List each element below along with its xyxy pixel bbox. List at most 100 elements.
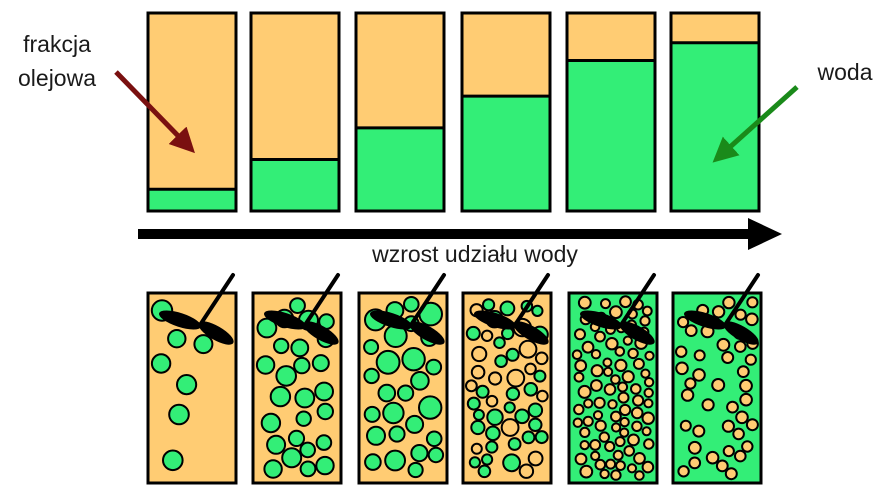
oil-droplet (536, 389, 549, 403)
oil-droplet (626, 463, 638, 474)
water-droplet (493, 336, 506, 350)
oil-droplet (470, 364, 486, 380)
oil-droplet (692, 424, 706, 438)
oil-droplet (692, 368, 706, 382)
stirrer-blade (263, 310, 307, 330)
water-droplet (468, 456, 481, 469)
stirrer-shaft (513, 273, 550, 327)
oil-droplet (746, 296, 759, 309)
water-droplet (401, 347, 426, 372)
oil-droplet (640, 368, 651, 379)
oil-droplet (592, 410, 604, 421)
oil-droplet (734, 340, 747, 353)
oil-phase (251, 13, 339, 160)
oil-droplet (721, 351, 735, 364)
water-droplet (315, 455, 335, 476)
stirrer-blade (723, 321, 759, 345)
oil-droplet (722, 295, 736, 310)
water-droplet (316, 402, 334, 421)
oil-droplet (716, 337, 731, 352)
oil-droplet (577, 384, 592, 399)
water-droplet (382, 401, 405, 425)
water-droplet (269, 385, 292, 408)
stirrer-blade (619, 321, 655, 345)
water-droplet (295, 410, 312, 427)
oil-droplet (573, 371, 585, 383)
oil-droplet (684, 324, 698, 338)
water-droplet (168, 403, 190, 426)
oil-droplet (598, 431, 610, 443)
oil-droplet (732, 427, 745, 441)
water-droplet (299, 441, 317, 459)
water-droplet (514, 408, 530, 425)
oil-droplet (621, 370, 635, 384)
oil-droplet (488, 371, 503, 386)
oil-droplet (722, 445, 735, 458)
oil-droplet (594, 419, 607, 432)
oil-droplet (631, 420, 643, 432)
oil-droplet (623, 445, 636, 457)
water-phase (462, 96, 550, 211)
water-droplet (375, 349, 401, 375)
oil-droplet (634, 470, 645, 481)
oil-droplet (590, 364, 604, 378)
oil-droplet (610, 410, 622, 423)
water-phase (356, 127, 444, 211)
water-droplet (485, 425, 501, 442)
water-droplet (299, 460, 317, 478)
emulsion-container-5 (567, 273, 659, 485)
stirrer-shaft (303, 273, 340, 327)
oil-droplet (619, 295, 632, 309)
water-phase (671, 42, 759, 212)
water-droplet (193, 334, 214, 355)
oil-droplet (711, 305, 726, 319)
stirrer-blade (513, 321, 549, 345)
phase-ratio-row (146, 11, 761, 213)
oil-droplet (582, 415, 594, 427)
stirrer (579, 273, 656, 345)
oil-droplet (605, 337, 619, 351)
oil-droplet (711, 378, 726, 392)
phase-container-2 (249, 11, 341, 213)
oil-droplet (693, 349, 706, 362)
oil-droplet (610, 469, 622, 481)
oil-droplet (701, 398, 715, 412)
oil-fraction-label-line2: olejowa (18, 65, 96, 91)
water-droplet (533, 369, 547, 383)
water-droplet (494, 354, 508, 369)
stirrer-blade (369, 310, 413, 330)
water-droplet (418, 395, 443, 420)
water-droplet (167, 329, 187, 349)
water-droplet (403, 296, 420, 313)
water-droplet (472, 408, 485, 421)
oil-droplet (680, 388, 695, 402)
water-droplet (482, 298, 496, 312)
oil-droplet (619, 416, 630, 428)
oil-droplet (622, 335, 633, 346)
oil-phase (671, 13, 759, 43)
emulsion-container-6 (671, 273, 763, 485)
oil-droplet (688, 456, 702, 470)
oil-droplet (633, 452, 646, 465)
water-droplet (486, 408, 504, 426)
oil-droplet (627, 433, 640, 447)
oil-droplet (518, 463, 535, 479)
oil-droplet (615, 460, 626, 472)
oil-droplet (524, 362, 537, 376)
water-droplet (397, 384, 415, 402)
water-droplet (377, 383, 397, 403)
water-droplet (407, 461, 424, 479)
oil-droplet (600, 298, 611, 310)
water-droplet (290, 338, 310, 358)
water-droplet (466, 396, 481, 411)
oil-droplet (643, 377, 655, 388)
oil-droplet (614, 436, 626, 448)
stirrer-blade (473, 310, 517, 330)
oil-droplet (643, 398, 654, 409)
water-droplet (410, 371, 430, 391)
arrow-head (748, 218, 782, 250)
oil-droplet (579, 426, 591, 438)
water-droplet (502, 453, 522, 473)
water-droplet (162, 449, 184, 472)
water-phase (251, 159, 339, 211)
